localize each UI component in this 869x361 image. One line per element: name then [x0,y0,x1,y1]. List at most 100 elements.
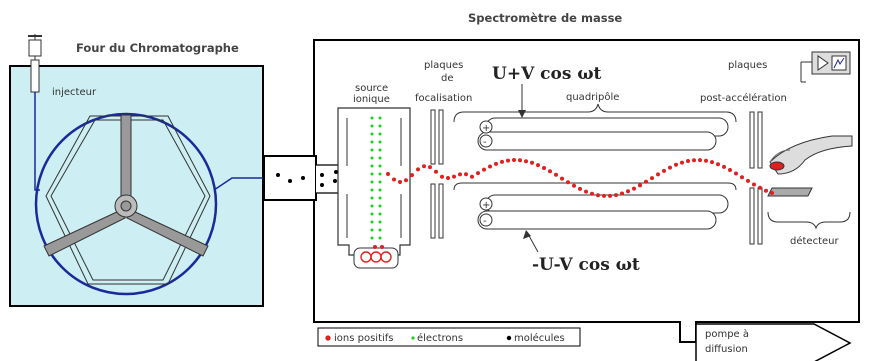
electron-dot [378,140,382,144]
ion-dot [752,182,756,187]
postacc-label-1: plaques [728,60,767,71]
electron-dot [370,220,374,224]
electron-dot [378,132,382,136]
electron-dot [370,196,374,200]
ion-dot [494,161,498,166]
electron-dot [378,196,382,200]
molecule-dot [320,183,324,187]
ion-dot [386,172,390,176]
electron-dot [370,228,374,232]
molecule-dot [320,173,324,177]
electron-dot [370,204,374,208]
ion-dot [764,188,768,193]
ion-dot [608,193,612,198]
ion-dot [428,165,432,170]
electron-dot [370,132,374,136]
ion-trajectory [373,158,774,249]
electron-multiplier [769,135,853,175]
molecule-dot [276,173,280,177]
detector-label: détecteur [790,235,839,247]
legend-ions: ions positifs [334,333,394,344]
ion-dot [530,160,534,165]
oven-box [9,65,264,307]
voltage-top-label: U+V cos ωt [492,64,602,84]
ion-dot [476,171,480,176]
ion-dot [572,183,576,188]
ion-dot [512,158,516,162]
ion-dot [458,172,462,177]
ion-dot [698,158,702,163]
electron-dot [378,212,382,216]
ion-dot [500,159,504,164]
electron-dot [370,236,374,240]
electron-dot [370,140,374,144]
ion-dot [524,159,528,164]
ion-dot [422,164,426,169]
electron-dot [370,148,374,152]
ion-dot [614,193,618,198]
svg-text:+: + [482,200,490,211]
molecule-dot [288,179,292,183]
ion-source [337,107,411,256]
ion-dot [584,189,588,194]
ion-dot [446,176,450,180]
ion-dot [536,163,540,168]
electron-dot [378,228,382,232]
ion-dot [704,158,708,163]
source-label-2: ionique [353,94,390,105]
ion-dot [464,172,468,177]
focus-label-2: de [441,73,454,84]
ion-dot [632,186,636,191]
ion-dot [398,180,402,184]
pump-label-1: pompe à [705,328,749,340]
oven-title: Four du Chromatographe [76,41,239,55]
ion-dot [728,168,732,172]
quadrupole-rods [477,117,729,230]
ion-dot [722,164,726,169]
ion-dot [560,176,564,181]
ion-dot [373,245,377,249]
ion-dot [488,164,492,169]
post-acceleration-plates [749,111,763,245]
ion-dot [686,159,690,163]
injector-syringe [28,34,42,93]
ion-dot [554,172,558,177]
electron-dot [378,188,382,192]
electron-dot [378,116,382,120]
ion-dot [674,162,678,167]
ion-dot [452,174,456,179]
ion-dot [680,160,684,165]
ion-dot [542,166,546,170]
detector-brace [767,211,851,230]
molecule-dot [301,176,305,180]
column-frame [45,115,211,285]
ion-dot [602,193,606,198]
ion-dot [668,165,672,170]
ion-dot [578,186,582,191]
quadrupole-brace-top [453,103,737,123]
postacc-label-2: post-accélération [700,92,787,104]
electron-dot [370,124,374,128]
electron-dot [378,180,382,184]
ion-dot [518,158,522,163]
electron-dot [378,236,382,240]
electron-dot [378,172,382,176]
ion-dot [440,174,444,179]
ion-dot [662,168,666,173]
injector-label: injecteur [52,87,97,98]
electron-dot [378,220,382,224]
electron-dot [378,148,382,152]
ion-dot [566,180,570,185]
quadrupole-label: quadripôle [566,91,619,103]
rod-polarity-signs: + - + - [479,120,493,227]
electron-dot [370,164,374,168]
electron-dot [378,164,382,168]
electron-dot [370,116,374,120]
ms-title: Spectromètre de masse [468,11,622,25]
pump-label-2: diffusion [705,344,748,355]
ion-dot [596,193,600,198]
ion-dot [590,191,594,196]
electron-dot [378,204,382,208]
svg-text:-: - [483,216,487,227]
detector-plate [767,187,813,197]
